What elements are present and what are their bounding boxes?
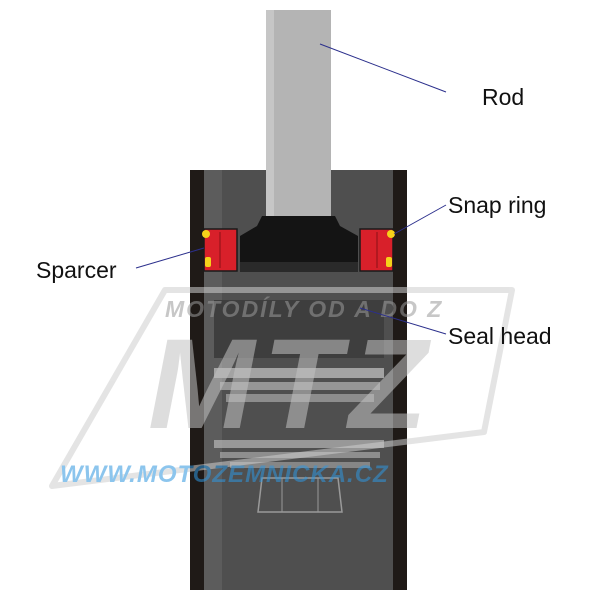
tube-interior-shade xyxy=(204,170,222,590)
snap-ring-right-lower xyxy=(386,257,392,267)
piston-body xyxy=(214,300,384,358)
piston-band-3 xyxy=(226,394,374,402)
watermark-logo-text: MTZ xyxy=(148,313,435,456)
snap-ring-left xyxy=(202,230,210,238)
spacer-label: Sparcer xyxy=(36,257,117,283)
rod-highlight xyxy=(266,10,274,222)
seal-head-label: Seal head xyxy=(448,323,552,349)
seal-head-base xyxy=(240,262,358,272)
leader-line-seal-head xyxy=(359,307,447,335)
leader-line-rod xyxy=(319,43,447,93)
watermark-url: WWW.MOTOZEMNICKA.CZ xyxy=(60,461,389,488)
tube-wall-left xyxy=(190,170,204,590)
shim-stack-3 xyxy=(230,462,370,468)
piston-band-1 xyxy=(214,368,384,378)
snap-ring-left-lower xyxy=(205,257,211,267)
rod-nut xyxy=(257,477,343,513)
watermark-tagline: MOTODÍLY OD A DO Z xyxy=(165,295,443,322)
leader-line-spacer xyxy=(135,247,205,269)
snap-ring-label: Snap ring xyxy=(448,192,547,218)
shim-stack-1 xyxy=(214,440,384,448)
rod xyxy=(266,10,331,222)
seal-head xyxy=(240,216,358,264)
leader-line-snap-ring xyxy=(393,204,447,235)
watermark-logo: MOTODÍLY OD A DO Z MTZ WWW.MOTOZEMNICKA.… xyxy=(49,287,515,489)
snap-ring-right xyxy=(387,230,395,238)
tube-wall-right xyxy=(393,170,407,590)
piston-band-2 xyxy=(220,382,380,390)
rod-label: Rod xyxy=(482,84,525,110)
